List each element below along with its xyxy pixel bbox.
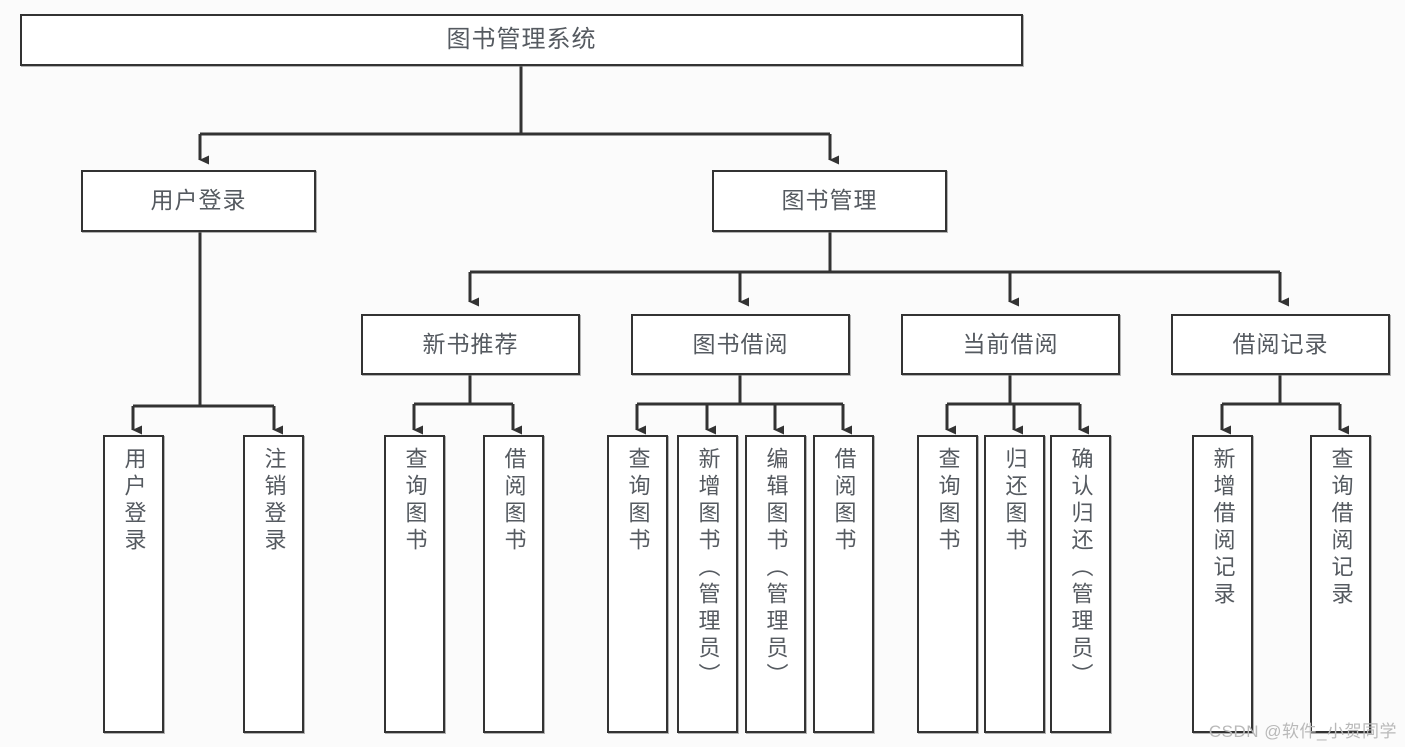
node-new-book-recommend[interactable]: 新书推荐	[361, 314, 580, 375]
leaf-new-book-query-book[interactable]: 查询图书	[384, 435, 445, 733]
leaf-current-borrow-return-book[interactable]: 归还图书	[984, 435, 1045, 733]
leaf-book-borrow-borrow-book[interactable]: 借阅图书	[813, 435, 874, 733]
leaf-user-login-logout[interactable]: 注销登录	[243, 435, 304, 733]
node-borrow-record[interactable]: 借阅记录	[1171, 314, 1390, 375]
node-current-borrow[interactable]: 当前借阅	[901, 314, 1120, 375]
leaf-label: 注销登录	[261, 447, 287, 555]
leaf-label: 查询图书	[935, 447, 961, 555]
node-root-label: 图书管理系统	[446, 25, 597, 53]
leaf-label: 查询图书	[402, 447, 428, 555]
leaf-label: 借阅图书	[831, 447, 857, 555]
node-book-management[interactable]: 图书管理	[712, 170, 947, 232]
leaf-label: 查询借阅记录	[1328, 447, 1354, 609]
node-book-management-label: 图书管理	[781, 187, 878, 214]
leaf-book-borrow-query-book[interactable]: 查询图书	[607, 435, 668, 733]
leaf-user-login-login[interactable]: 用户登录	[103, 435, 164, 733]
leaf-label: 归还图书	[1002, 447, 1028, 555]
leaf-current-borrow-query-book[interactable]: 查询图书	[917, 435, 978, 733]
leaf-label: 新增借阅记录	[1210, 447, 1236, 609]
leaf-label: 编辑图书（管理员）	[763, 447, 789, 690]
leaf-new-book-borrow-book[interactable]: 借阅图书	[483, 435, 544, 733]
node-book-borrow-label: 图书借阅	[692, 330, 789, 357]
node-borrow-record-label: 借阅记录	[1232, 330, 1329, 357]
leaf-book-borrow-add-book[interactable]: 新增图书（管理员）	[677, 435, 738, 733]
leaf-label: 用户登录	[121, 447, 147, 555]
watermark-text: CSDN @软件_小贺同学	[1208, 722, 1397, 741]
leaf-book-borrow-edit-book[interactable]: 编辑图书（管理员）	[745, 435, 806, 733]
node-new-book-recommend-label: 新书推荐	[422, 330, 519, 357]
node-user-login[interactable]: 用户登录	[81, 170, 316, 232]
leaf-label: 借阅图书	[501, 447, 527, 555]
node-book-borrow[interactable]: 图书借阅	[631, 314, 850, 375]
leaf-label: 查询图书	[625, 447, 651, 555]
leaf-label: 确认归还（管理员）	[1068, 447, 1094, 690]
node-user-login-label: 用户登录	[150, 187, 247, 214]
node-root[interactable]: 图书管理系统	[20, 14, 1023, 66]
node-current-borrow-label: 当前借阅	[962, 330, 1059, 357]
leaf-label: 新增图书（管理员）	[695, 447, 721, 690]
leaf-current-borrow-confirm-return[interactable]: 确认归还（管理员）	[1050, 435, 1111, 733]
leaf-borrow-record-query-record[interactable]: 查询借阅记录	[1310, 435, 1371, 733]
leaf-borrow-record-add-record[interactable]: 新增借阅记录	[1192, 435, 1253, 733]
